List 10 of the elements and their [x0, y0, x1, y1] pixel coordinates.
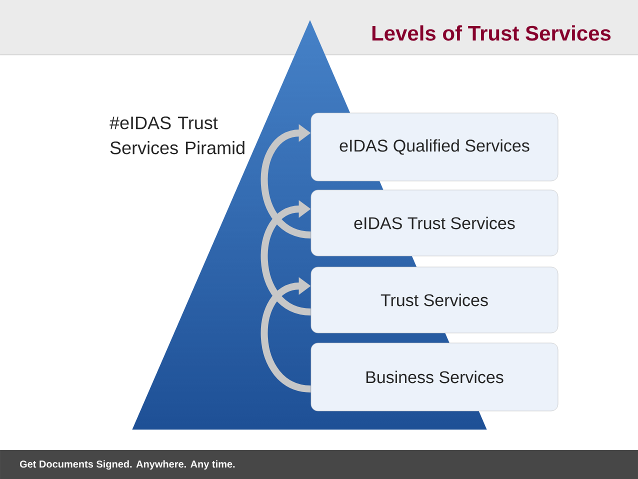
title: Levels of Trust Services — [372, 25, 611, 41]
service-box: Business Services — [310, 342, 558, 412]
service-box: eIDAS Trust Services — [310, 190, 558, 256]
curved-arrow — [260, 124, 312, 238]
pyramid-caption: #eIDAS Trust Services Piramid — [110, 116, 244, 154]
service-box: Trust Services — [310, 266, 558, 334]
service-box: eIDAS Qualified Services — [310, 112, 558, 182]
curved-arrow — [260, 200, 312, 316]
tagline: Get Documents Signed. Anywhere. Any time. — [20, 460, 235, 470]
curved-arrow — [260, 277, 312, 392]
